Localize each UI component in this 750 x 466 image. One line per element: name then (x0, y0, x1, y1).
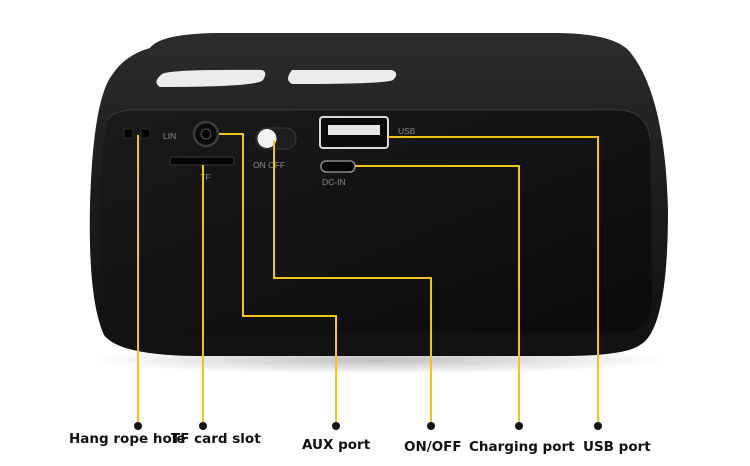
callout-on-off: ON/OFF (404, 439, 462, 455)
dot-tf (199, 422, 207, 430)
callout-tf-card-slot: TF card slot (171, 431, 261, 447)
usb-label: USB (398, 126, 416, 136)
hang-rope-hole-left (123, 128, 134, 139)
dc-in-label: DC-IN (322, 177, 346, 187)
dot-onoff (427, 422, 435, 430)
power-switch-knob (257, 129, 277, 148)
switch-label: ON OFF (253, 160, 285, 170)
callout-usb-port: USB port (583, 439, 651, 455)
dot-usb (594, 422, 602, 430)
grip-strip-right (288, 70, 397, 84)
callout-dots (134, 422, 602, 430)
leader-aux (219, 133, 337, 424)
callout-charging-port: Charging port (469, 439, 575, 455)
dot-aux (332, 422, 340, 430)
grip-strip-left (156, 69, 266, 87)
leader-onoff (273, 140, 432, 424)
tf-label: TF (200, 172, 210, 182)
dot-charging (515, 422, 523, 430)
dot-hang-rope (134, 422, 142, 430)
callout-aux-port: AUX port (302, 437, 371, 453)
line-in-label: LIN (163, 131, 176, 141)
leader-lines (137, 133, 599, 424)
tf-slot (169, 156, 235, 166)
dc-in-port-shape (320, 160, 356, 173)
leader-charging (355, 165, 520, 424)
hang-rope-hole-right (140, 128, 151, 139)
leader-usb (388, 136, 599, 424)
callout-hang-rope-hole: Hang rope hole (69, 431, 186, 447)
